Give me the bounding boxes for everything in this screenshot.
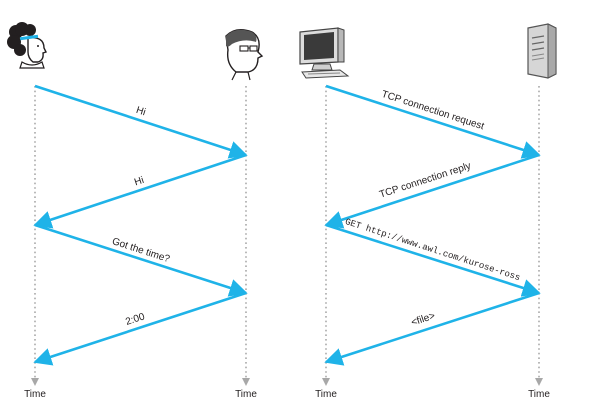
message-label: Hi [135,105,147,118]
message-arrow [34,223,248,297]
timeline-arrowhead [242,378,250,386]
timelines [31,86,543,386]
message-arrow [34,84,248,159]
left-messages: Hi Hi Got the time? 2:00 [33,84,248,366]
message-arrow [324,291,540,366]
right-messages: TCP connection request TCP connection re… [324,84,541,366]
timeline-arrowhead [322,378,330,386]
message-label: Got the time? [111,236,172,265]
message-label: <file> [410,311,437,329]
timeline-arrowhead [535,378,543,386]
time-label: Time [235,389,257,400]
message-arrow [33,153,247,229]
message-arrow [325,223,541,297]
message-label: TCP connection request [380,89,485,133]
computer-icon [299,27,350,79]
message-arrow [324,153,540,229]
message-arrow [325,84,541,159]
time-labels: Time Time Time Time [24,389,550,400]
message-arrow [33,291,247,366]
time-label: Time [24,389,46,400]
man-icon [225,29,264,81]
time-label: Time [315,389,337,400]
message-label: Hi [133,175,145,188]
server-icon [527,23,557,79]
message-label: GET http://www.awl.com/kurose-ross [344,217,522,283]
time-label: Time [528,389,550,400]
timeline-arrowhead [31,378,39,386]
woman-icon [7,22,47,69]
